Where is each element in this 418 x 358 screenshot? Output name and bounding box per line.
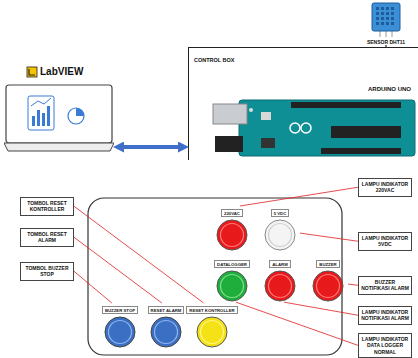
lamp-label: BUZZER STOP (105, 308, 135, 313)
callout-label: LAMPU INDIKATOR NOTIFIKASI ALARM (361, 309, 409, 322)
lamp-label: ALARM (272, 262, 288, 267)
dht11-sensor-illustration (365, 2, 407, 38)
sensor-box: SENSOR DHT11 (365, 2, 407, 45)
callout-label: LAMPU INDIKATOR 220VAC (361, 181, 409, 194)
arduino-label: ARDUINO UNO (211, 86, 417, 92)
callout-label: TOMBOL RESET ALARM (23, 231, 71, 244)
lamp-circle (196, 316, 228, 348)
lamp-circle (104, 316, 136, 348)
callout-box: BUZZER NOTIFIKASI ALARM (358, 276, 412, 295)
callout-label: TOMBOL RESET KONTROLLER (23, 200, 71, 213)
lamp-label: RESET KONTROLLER (189, 308, 234, 313)
indicator-lamp: 5 VDC (260, 206, 300, 251)
push-button: BUZZER STOP (100, 303, 141, 348)
push-button: RESET KONTROLLER (184, 303, 240, 348)
lamp-circle (312, 270, 344, 302)
lamp-label: 220VAC (224, 211, 240, 216)
lamp-label-box: DATALOGGER (214, 260, 250, 268)
buzzer-lamp: BUZZER (308, 257, 348, 302)
leader-line (240, 187, 358, 206)
lamp-circle (264, 270, 296, 302)
labview-laptop: LabVIEW (4, 40, 114, 155)
push-button: RESET ALARM (146, 303, 187, 348)
lamp-label: 5 VDC (274, 211, 287, 216)
callout-box: TOMBOL BUZZER STOP (20, 262, 74, 281)
laptop-illustration (4, 40, 114, 155)
callout-box: LAMPU INDIKATOR 220VAC (358, 178, 412, 197)
indicator-lamp: DATALOGGER (212, 257, 252, 302)
leader-line (348, 284, 358, 285)
callout-label: LAMPU INDIKATOR DATA LOGGER NORMAL (361, 336, 409, 355)
callout-box: TOMBOL RESET KONTROLLER (20, 197, 74, 216)
lamp-circle (216, 219, 248, 251)
callout-box: LAMPU INDIKATOR DATA LOGGER NORMAL (358, 333, 412, 358)
lamp-label: BUZZER (319, 262, 336, 267)
callout-box: LAMPU INDIKATOR 5VDC (358, 232, 412, 251)
callout-label: TOMBOL BUZZER STOP (23, 265, 71, 278)
laptop-label: LabVIEW (40, 66, 83, 77)
control-box: CONTROL BOX ARDUINO UNO (188, 47, 418, 160)
double-arrow (120, 145, 182, 149)
leader-line (284, 302, 358, 315)
leader-line (236, 302, 358, 345)
lamp-circle (216, 270, 248, 302)
sensor-label: SENSOR DHT11 (367, 39, 405, 45)
indicator-lamp: ALARM (260, 257, 300, 302)
leader-line (74, 206, 204, 303)
callout-box: LAMPU INDIKATOR NOTIFIKASI ALARM (358, 306, 412, 325)
lamp-circle (264, 219, 296, 251)
callout-label: LAMPU INDIKATOR 5VDC (361, 235, 409, 248)
leader-line (74, 237, 162, 303)
leader-line (300, 233, 358, 241)
lamp-label-box: ALARM (269, 260, 291, 268)
lamp-label-box: 5 VDC (271, 209, 290, 217)
lamp-circle (150, 316, 182, 348)
arduino-board-illustration (211, 98, 417, 158)
indicator-lamp: 220VAC (212, 206, 252, 251)
callout-box: TOMBOL RESET ALARM (20, 228, 74, 247)
lamp-label-box: RESET KONTROLLER (186, 306, 237, 314)
leader-line (74, 271, 112, 303)
lamp-label-box: BUZZER (316, 260, 339, 268)
lamp-label: DATALOGGER (217, 262, 247, 267)
lamp-label-box: RESET ALARM (148, 306, 185, 314)
cbox-label: CONTROL BOX (194, 57, 235, 63)
arduino-board: ARDUINO UNO (211, 86, 417, 158)
lamp-label: RESET ALARM (151, 308, 182, 313)
lamp-label-box: 220VAC (221, 209, 243, 217)
callout-label: BUZZER NOTIFIKASI ALARM (361, 279, 409, 292)
lamp-label-box: BUZZER STOP (102, 306, 138, 314)
